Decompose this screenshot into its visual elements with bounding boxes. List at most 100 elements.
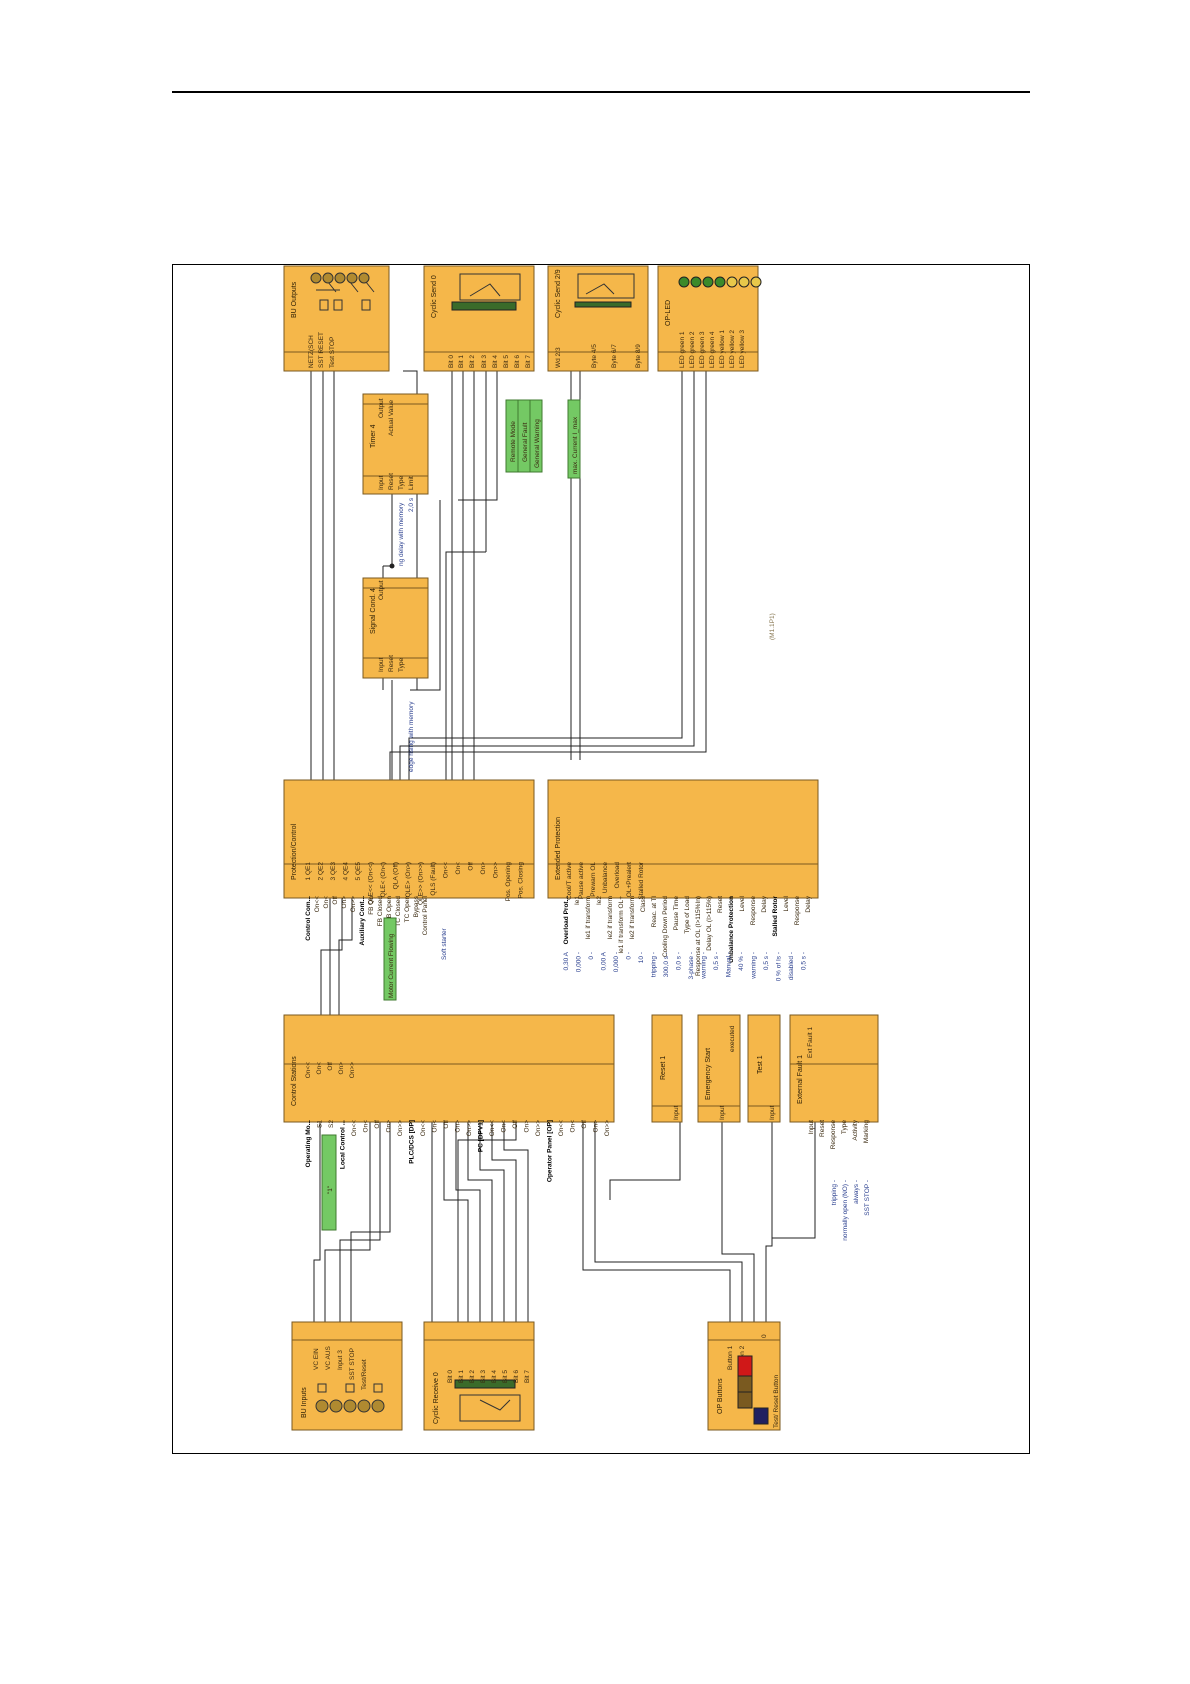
side-note: (M1.1P1): [769, 613, 776, 640]
port-label: 0 -: [626, 952, 633, 960]
op-led-title: OP-LED: [665, 300, 672, 326]
external-fault-1-title: External Fault 1: [797, 1055, 804, 1104]
port-label: Byte 6/7: [611, 344, 618, 368]
port-label: 5 QE5: [355, 862, 362, 881]
port-label: SST STOP -: [864, 1180, 871, 1216]
port-label: On>: [338, 1062, 345, 1075]
port-label: Overload Prot...: [563, 896, 570, 945]
port-label: Bit 1: [458, 1370, 465, 1383]
port-label: Control Panel: [422, 895, 429, 935]
port-label: Reset: [388, 473, 395, 490]
port-label: LED green 3: [699, 331, 706, 368]
port-label: Input 3: [337, 1350, 344, 1370]
timer-4-block: Timer 4 Input Reset Type Limit Output Ac…: [362, 393, 429, 566]
port-label: LED yellow 2: [729, 330, 736, 368]
green-label-constant-one: "1": [327, 1185, 334, 1194]
port-label: Level: [783, 895, 790, 911]
port-label: PC [DPV1]: [478, 1120, 485, 1152]
port-label: Byte 8/9: [635, 344, 642, 368]
port-label: executed: [729, 1025, 736, 1052]
port-label: Off: [443, 1120, 450, 1129]
reset-1-block: Reset 1 Input: [651, 1014, 683, 1123]
cyclic-receive-0-title: Cyclic Receive 0: [433, 1372, 440, 1424]
port-label: Input: [769, 1105, 776, 1120]
port-label: Delay: [761, 895, 768, 912]
port-label: 0 % of Is -: [776, 952, 783, 981]
port-label: VC EIN: [313, 1348, 320, 1370]
port-label: FB Closed: [377, 896, 384, 927]
port-label: LED green 1: [679, 331, 686, 368]
port-label: 0,30 A: [563, 951, 570, 970]
port-label: Output: [378, 398, 385, 418]
port-label: On>>: [397, 1120, 404, 1136]
port-label: Byte 4/5: [591, 344, 598, 368]
port-label: 0,00 A: [601, 951, 608, 970]
port-label: warning -: [701, 952, 708, 980]
port-label: Operating Mo...: [305, 1120, 312, 1168]
port-label: Bit 7: [525, 355, 532, 368]
port-label: Ie2 if transform: [629, 896, 636, 939]
param-label: edge rising with memory: [408, 701, 415, 772]
port-label: On<<: [305, 1062, 312, 1078]
port-label: Off: [581, 1120, 588, 1129]
port-label: Bit 4: [491, 1370, 498, 1383]
port-label: Ie1: [574, 896, 581, 905]
port-label: QLE< (On<): [380, 862, 387, 897]
port-label: Actual Value: [388, 400, 395, 436]
port-label: Stalled Rotor: [638, 861, 645, 899]
port-label: On>>: [466, 1120, 473, 1136]
port-label: TC Closed: [395, 896, 402, 927]
external-fault-params: tripping -normally open (NO) -always -SS…: [831, 1180, 871, 1241]
port-label: Type: [841, 1120, 848, 1134]
port-label: Bypass: [413, 895, 420, 917]
port-label: Off: [327, 1062, 334, 1071]
port-label: Bit 3: [481, 355, 488, 368]
port-label: warning -: [751, 952, 758, 980]
button-brown: [737, 1375, 753, 1393]
control-stations-title: Control Stations: [291, 1056, 298, 1106]
port-label: Limit: [408, 476, 415, 490]
port-label: Pause active: [578, 862, 585, 900]
port-label: FB On: [368, 896, 375, 915]
port-label: Auxiliary Cont...: [359, 896, 366, 946]
port-label: Response: [750, 896, 757, 926]
port-label: normally open (NO) -: [842, 1180, 849, 1241]
port-label: On<: [570, 1120, 577, 1133]
port-label: Class: [640, 895, 647, 912]
port-label: 0,000 -: [576, 952, 583, 972]
port-label: Response at OL (I>115%In): [695, 896, 702, 976]
port-label: QLA (Off): [393, 862, 400, 889]
port-label: S2: [328, 1120, 335, 1128]
port-label: LED yellow 3: [739, 330, 746, 368]
diagram-frame: [172, 264, 1030, 1454]
bu-outputs-title: BU Outputs: [291, 281, 298, 318]
port-label: Off: [468, 862, 475, 871]
green-label-motor-current: Motor Current Flowing: [388, 933, 395, 998]
port-label: Input: [719, 1105, 726, 1120]
green-labels-send: Remote Mode General Fault General Warnin…: [505, 399, 581, 479]
port-label: On<: [363, 1120, 370, 1133]
port-label: On<: [316, 1062, 323, 1075]
port-label: On<<: [420, 1120, 427, 1136]
bu-outputs-block: BU Outputs NETZ(SCH SST RESET Test STOP: [283, 265, 390, 372]
wires: [310, 370, 816, 1322]
port-label: 300,0 s -: [663, 952, 670, 977]
button-brown: [737, 1391, 753, 1409]
port-label: Delay: [805, 895, 812, 912]
port-label: Unbalance: [602, 862, 609, 893]
port-label: Cool/T active: [566, 862, 573, 900]
port-label: Bit 7: [524, 1370, 531, 1383]
green-label-general-warning: General Warning: [534, 419, 541, 468]
port-label: On<<: [314, 896, 321, 912]
op-led-block: OP-LED LED green 1 LED green 2 LED green…: [657, 265, 762, 372]
port-label: On>>: [349, 1062, 356, 1078]
port-label: Bit 0: [447, 1370, 454, 1383]
port-label: Unbalance Protection: [728, 896, 735, 963]
port-label: On>: [524, 1120, 531, 1133]
port-label: NETZ(SCH: [308, 335, 315, 368]
port-label: QLE<< (On<<): [368, 862, 375, 905]
port-label: 4 QE4: [343, 862, 350, 881]
